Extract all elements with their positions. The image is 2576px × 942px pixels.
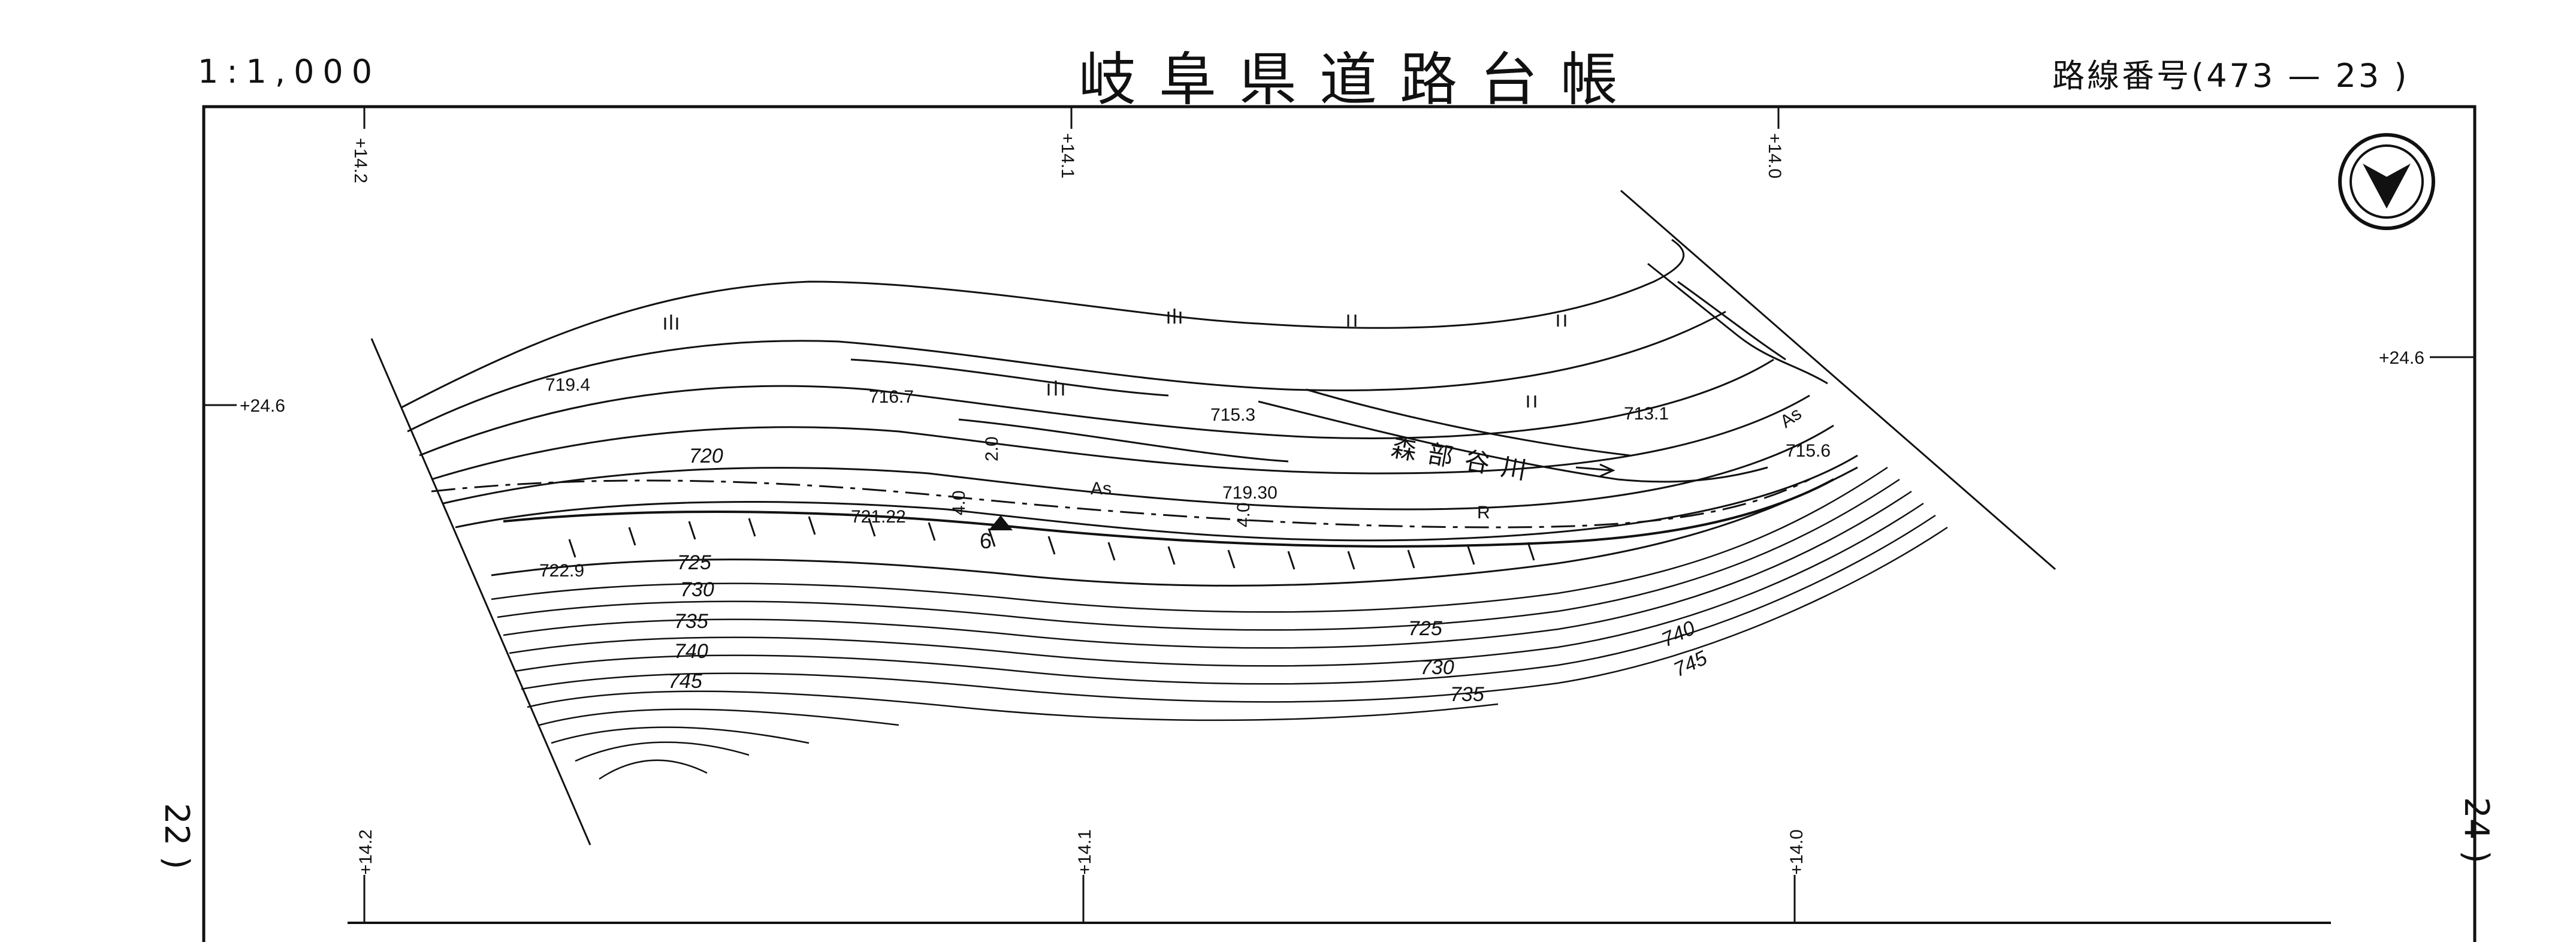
contour-label: 725 — [677, 551, 711, 574]
spot-height: 721.22 — [851, 507, 906, 527]
grid-label-bottom-2: +14.1 — [1075, 829, 1095, 875]
surface-label-right: As — [1777, 404, 1805, 432]
grid-label-left: +24.6 — [240, 396, 285, 416]
contour-label: 720 — [689, 445, 723, 467]
r-label: R — [1477, 503, 1490, 523]
river-name: 森部谷川 — [1389, 433, 1541, 487]
prev-page-ref[interactable]: 22 ) — [157, 803, 196, 869]
grid-label-top-1: +14.2 — [351, 138, 370, 183]
contour-lines-lower — [491, 466, 1948, 780]
route-number: 路線番号(473 — 23 ) — [2052, 57, 2409, 95]
station-marker-number: 6 — [980, 529, 992, 553]
contour-labels: 720 725 730 735 740 745 725 730 735 740 … — [668, 445, 1711, 706]
map-frame — [202, 105, 2477, 942]
slope-hachures — [568, 516, 1535, 570]
flow-arrow-icon — [1575, 463, 1615, 478]
contour-label: 735 — [674, 610, 708, 633]
spot-height: 715.6 — [1786, 441, 1831, 461]
contour-label: 740 — [674, 640, 708, 663]
spot-height: 719.30 — [1222, 483, 1278, 503]
spot-height: 716.7 — [869, 387, 914, 407]
road — [431, 466, 1858, 587]
grid-ticks-top — [204, 107, 2475, 923]
contour-label: 735 — [1450, 683, 1484, 706]
survey-boundary — [370, 189, 2056, 846]
spot-height: 722.9 — [539, 561, 584, 581]
road-width: 4.0 — [949, 490, 969, 515]
road-width: 2.0 — [982, 436, 1002, 461]
station-marker-icon — [989, 515, 1013, 530]
grid-label-right: +24.6 — [2379, 348, 2424, 368]
map-scale: 1:1,000 — [198, 53, 381, 90]
contour-label: 740 — [1658, 617, 1699, 651]
grid-label-top-2: +14.1 — [1058, 133, 1077, 179]
page-title: 岐阜県道路台帳 — [1079, 46, 1641, 113]
spot-height: 715.3 — [1210, 405, 1255, 425]
contour-label: 730 — [680, 578, 714, 601]
grid-label-bottom-3: +14.0 — [1787, 829, 1807, 875]
grid-label-bottom-1: +14.2 — [356, 829, 376, 875]
spot-height: 713.1 — [1624, 404, 1669, 424]
surface-label: As — [1091, 479, 1112, 499]
road-width: 4.0 — [1234, 502, 1254, 527]
contour-label: 725 — [1408, 617, 1442, 640]
north-arrow-icon — [2338, 133, 2435, 230]
grid-label-top-3: +14.0 — [1765, 133, 1784, 179]
contour-label: 745 — [1670, 647, 1711, 681]
contour-label: 730 — [1420, 656, 1454, 679]
contour-label: 745 — [668, 670, 702, 693]
grass-mark-icon — [664, 309, 1566, 407]
spot-heights: 719.4 716.7 715.3 713.1 719.30 721.22 72… — [539, 375, 1831, 581]
river — [1258, 388, 1768, 483]
contour-lines-upper — [401, 238, 1858, 542]
spot-height: 719.4 — [545, 375, 590, 395]
